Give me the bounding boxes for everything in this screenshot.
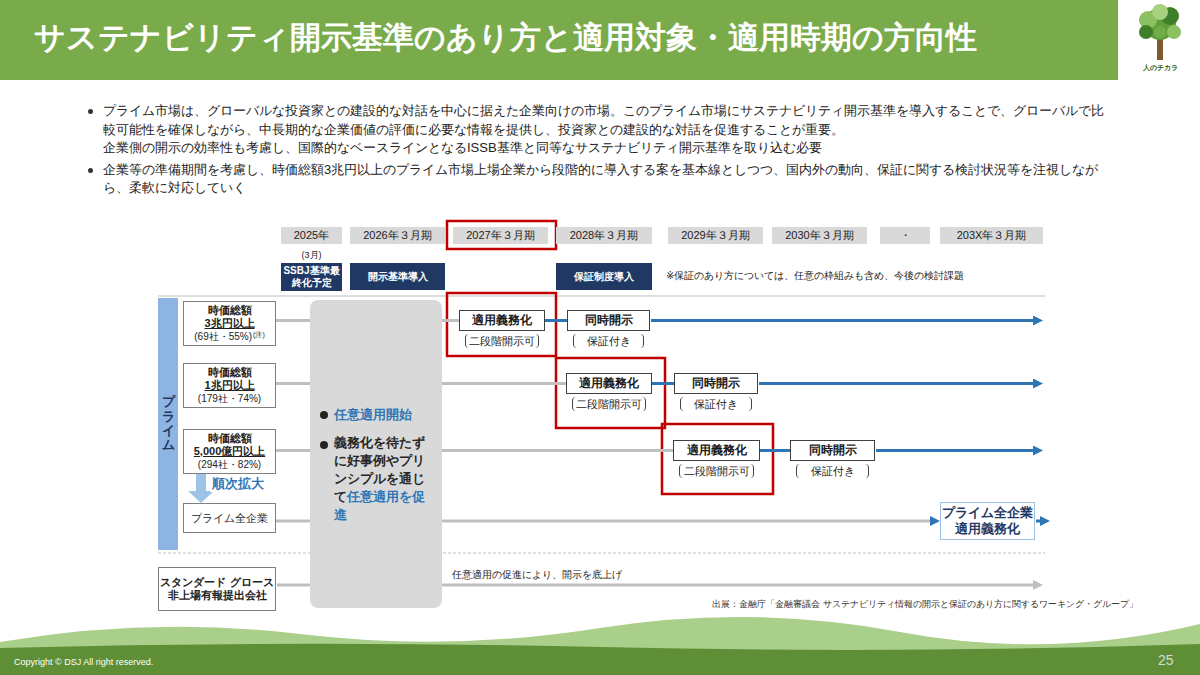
node-text: 3兆円以上 bbox=[184, 317, 275, 330]
stage-box: 同時開示保証付き bbox=[674, 373, 758, 394]
node-text: 任意適用開始 bbox=[334, 406, 434, 424]
node-text: 2025年 bbox=[294, 229, 329, 241]
bracket-note: 保証付き bbox=[573, 334, 644, 348]
node-text: 203X年３月期 bbox=[957, 229, 1027, 241]
node-text: 適用義務化 bbox=[472, 313, 532, 327]
node-text: 適用義務化 bbox=[687, 443, 747, 457]
node-text: 2030年３月期 bbox=[785, 229, 853, 241]
node-text: 2026年３月期 bbox=[363, 229, 431, 241]
title-bar bbox=[0, 0, 1118, 80]
timeline-header-cell: 2028年３月期 bbox=[556, 227, 652, 244]
node-text: 適用義務化 bbox=[579, 376, 639, 390]
node-text: 2027年３月期 bbox=[466, 229, 534, 241]
timeline-header-cell: 203X年３月期 bbox=[940, 227, 1043, 244]
node-text: 1兆円以上 bbox=[184, 379, 275, 392]
voluntary-period-panel: 任意適用開始義務化を待たずに好事例やプリンシプルを通じて任意適用を促進 bbox=[310, 300, 442, 608]
highlight-frame bbox=[447, 221, 773, 494]
node-text: スタンダード グロース 非上場有報提出会社 bbox=[160, 576, 273, 601]
node-text: (179社・74%) bbox=[198, 392, 261, 405]
stage-box: 同時開示保証付き bbox=[790, 440, 875, 461]
page-number: 25 bbox=[1158, 651, 1174, 669]
node-text: 時価総額 bbox=[184, 366, 275, 379]
node-text: 時価総額 bbox=[184, 432, 275, 445]
date-note: (3月) bbox=[281, 250, 342, 261]
bracket-note: 二段階開示可 bbox=[465, 334, 539, 348]
bracket-note: 二段階開示可 bbox=[679, 464, 754, 478]
node-text: ・ bbox=[900, 229, 911, 241]
node-text: 任意適用を促進 bbox=[334, 490, 425, 522]
logo-text: 人のチカラ bbox=[1128, 63, 1192, 72]
frame-line bbox=[158, 553, 1045, 554]
slide-title: サステナビリティ開示基準のあり方と適用対象・適用時期の方向性 bbox=[34, 18, 977, 58]
node-text: プライム全企業 適用義務化 bbox=[942, 506, 1033, 536]
node-text: 開示基準導入 bbox=[368, 271, 428, 282]
bullet-text: プライム市場は、グローバルな投資家との建設的な対話を中心に据えた企業向けの市場。… bbox=[103, 102, 1115, 139]
node-text: (69社・55%) bbox=[194, 330, 252, 343]
bracket-note: 保証付き bbox=[680, 397, 752, 411]
node-text: 2029年３月期 bbox=[681, 229, 749, 241]
node-text: 時価総額 bbox=[184, 304, 275, 317]
node-text: 2028年３月期 bbox=[570, 229, 638, 241]
company-tier-box: プライム全企業 bbox=[183, 503, 276, 533]
edge-label: 順次拡大 bbox=[210, 477, 266, 492]
other-market-box: スタンダード グロース 非上場有報提出会社 bbox=[158, 567, 276, 611]
connector bbox=[652, 382, 674, 385]
source-text: 出展：金融庁「金融審議会 サステナビリティ情報の開示と保証のあり方に関するワーキ… bbox=[712, 598, 1138, 610]
milestone-box: 保証制度導入 bbox=[556, 263, 652, 290]
company-tier-box: 時価総額3兆円以上(69社・55%)(注) bbox=[183, 301, 276, 346]
connector bbox=[760, 449, 790, 452]
stage-box: 同時開示保証付き bbox=[567, 310, 650, 331]
node-text: 同時開示 bbox=[809, 443, 857, 457]
continuation-arrow bbox=[651, 321, 1040, 522]
milestone-box: 開示基準導入 bbox=[350, 263, 445, 290]
copyright: Copyright © DSJ All right reserved. bbox=[14, 656, 153, 668]
footer-hill bbox=[0, 617, 1200, 675]
bracket-note: 二段階開示可 bbox=[572, 397, 646, 411]
node-text: 同時開示 bbox=[692, 376, 740, 390]
bullet-text: 企業等の準備期間を考慮し、時価総額3兆円以上のプライム市場上場企業から段階的に導… bbox=[103, 161, 1115, 198]
arrow-note: 任意適用の促進により、開示を底上げ bbox=[452, 568, 622, 581]
footer-band bbox=[0, 644, 1200, 675]
node-text: 5,000億円以上 bbox=[184, 445, 275, 458]
stage-box: 適用義務化二段階開示可 bbox=[459, 310, 545, 331]
node-text: プライム全企業 bbox=[191, 512, 268, 524]
node-text: (294社・82%) bbox=[198, 458, 261, 471]
connector bbox=[196, 474, 206, 491]
stage-box: 適用義務化二段階開示可 bbox=[566, 373, 652, 394]
milestone-box: (3月)SSBJ基準最終化予定 bbox=[281, 263, 342, 291]
final-mandate-box: プライム全企業 適用義務化 bbox=[940, 502, 1035, 540]
bracket-note: 保証付き bbox=[796, 464, 869, 478]
timeline-header-cell: 2026年３月期 bbox=[350, 227, 445, 244]
node-text: 保証制度導入 bbox=[574, 271, 634, 282]
node-text: SSBJ基準最終化予定 bbox=[283, 265, 339, 288]
timeline-header-cell: ・ bbox=[880, 227, 930, 244]
timeline-header-cell: 2029年３月期 bbox=[668, 227, 763, 244]
note-text: ※保証のあり方については、任意の枠組みも含め、今後の検討課題 bbox=[666, 269, 964, 282]
connector bbox=[545, 319, 567, 322]
bullet-text: 企業側の開示の効率性も考慮し、国際的なベースラインとなるISSB基準と同等なサス… bbox=[103, 139, 1115, 158]
footnote-mark: (注) bbox=[253, 330, 265, 339]
timeline-header-cell: 2025年 bbox=[281, 227, 342, 244]
stage-box: 適用義務化二段階開示可 bbox=[673, 440, 760, 461]
logo-tree bbox=[1139, 4, 1181, 60]
timeline-header-cell: 2030年３月期 bbox=[772, 227, 867, 244]
market-band: プライム bbox=[158, 298, 178, 550]
company-tier-box: 時価総額5,000億円以上(294社・82%) bbox=[183, 429, 276, 474]
node-text: プライム bbox=[162, 395, 175, 452]
frame-line bbox=[158, 296, 1045, 297]
timeline-header-cell: 2027年３月期 bbox=[453, 227, 548, 244]
company-tier-box: 時価総額1兆円以上(179社・74%) bbox=[183, 363, 276, 408]
node-text: 同時開示 bbox=[585, 313, 633, 327]
